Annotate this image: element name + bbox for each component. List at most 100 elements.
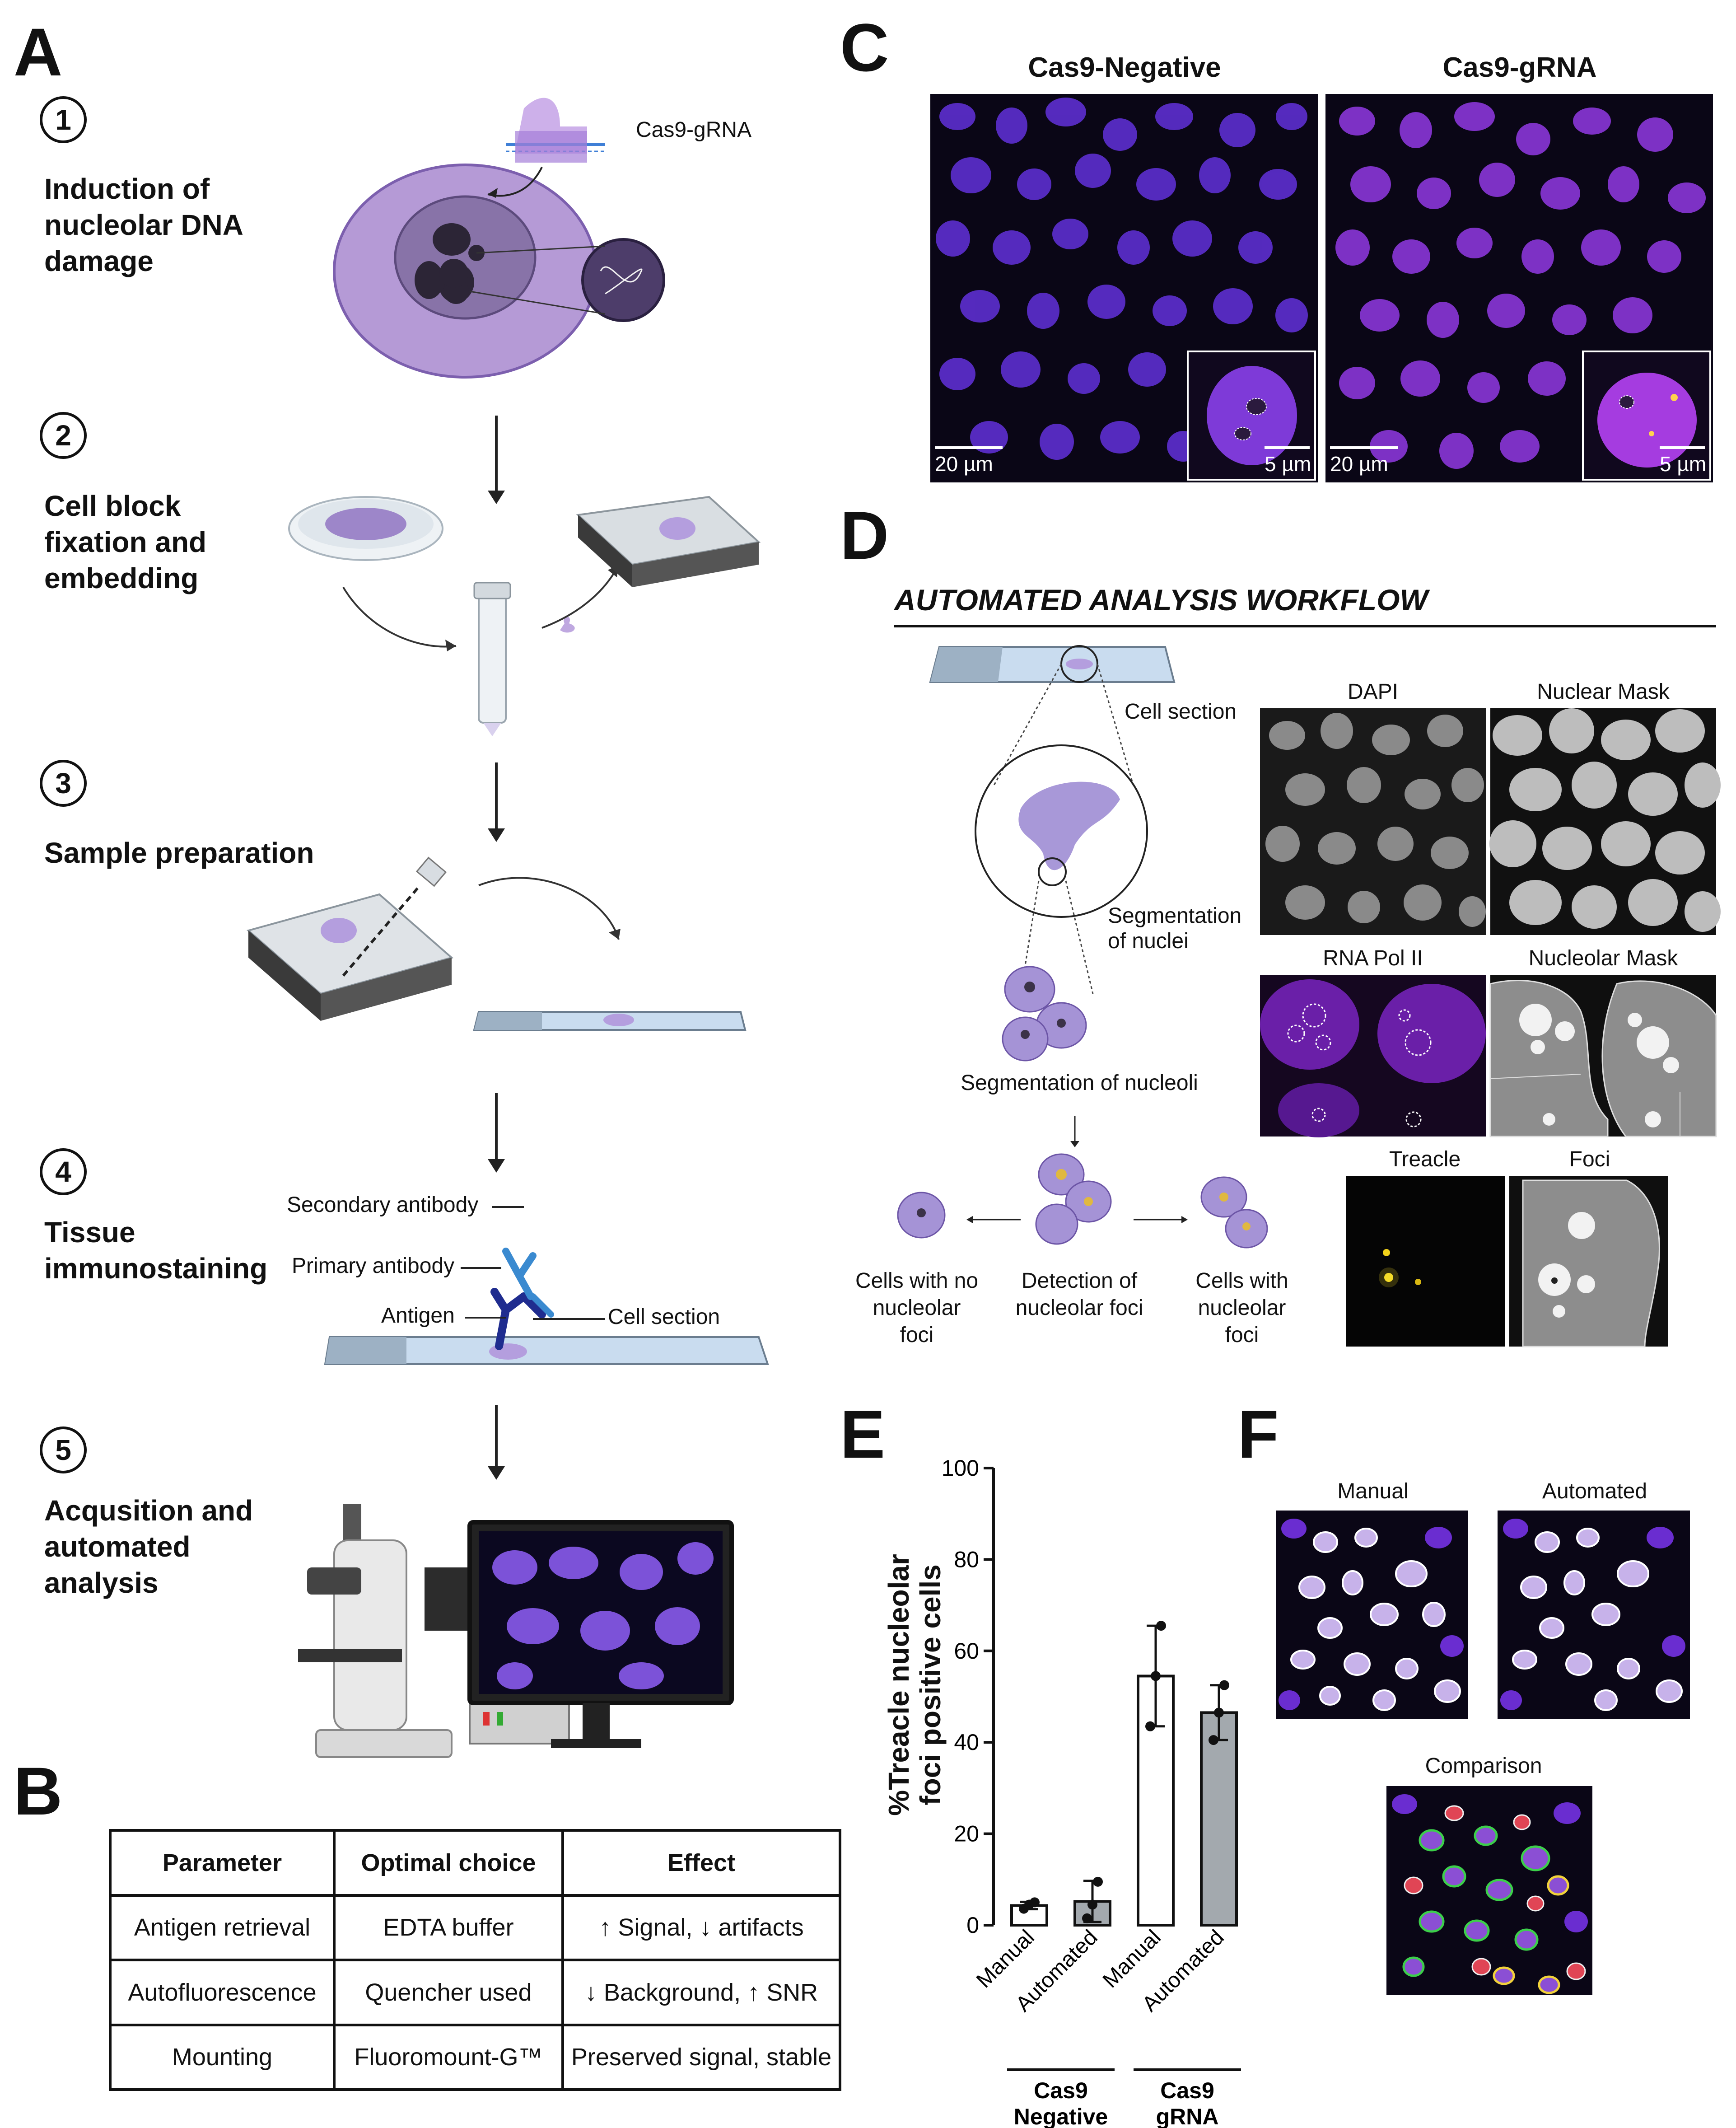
nuclear-mask-shapes	[1489, 708, 1721, 932]
dapi-label: DAPI	[1347, 680, 1399, 704]
segmentation-nuclei-line: of nuclei	[1108, 929, 1189, 953]
treacle-label: Treacle	[1389, 1147, 1461, 1171]
automated-segmentation-image	[1498, 1511, 1690, 1719]
step-2-title-line: fixation and	[44, 526, 207, 558]
step-3-number: 3	[40, 760, 87, 807]
nuclei-field	[1335, 102, 1706, 469]
table-row: Mounting Fluoromount-G™ Preserved signal…	[109, 2023, 841, 2091]
scale-bar-large: 20 µm	[935, 446, 1003, 476]
arrow-down-1	[488, 416, 505, 504]
treacle-bar-chart: 020406080100ManualAutomatedManualAutomat…	[942, 1455, 1241, 2128]
table-cell: Mounting	[109, 2023, 336, 2091]
automated-outlines	[1500, 1519, 1685, 1711]
rna-pol-nuclei	[1260, 979, 1486, 1137]
table-cell: ↓ Background, ↑ SNR	[561, 1959, 841, 2026]
no-foci-line: nucleolar	[873, 1296, 961, 1320]
table-row: Antigen retrieval EDTA buffer ↑ Signal, …	[109, 1894, 841, 1961]
y-axis-title: %Treacle nucleolar foci positive cells	[882, 1527, 947, 1843]
treacle-foci	[1379, 1249, 1421, 1287]
foci-mask-shapes	[1522, 1179, 1660, 1347]
step-2-number: 2	[40, 412, 87, 459]
cas9-negative-title: Cas9-Negative	[1028, 52, 1221, 83]
no-foci-line: Cells with no	[855, 1269, 979, 1293]
arrow-down-2	[488, 762, 505, 842]
y-tick-label: 60	[954, 1638, 979, 1664]
step-5-title-line: analysis	[44, 1567, 159, 1599]
data-point	[1093, 1876, 1103, 1887]
group-label: gRNA	[1156, 2104, 1219, 2128]
data-point	[1087, 1899, 1097, 1910]
panel-f-label: F	[1237, 1396, 1279, 1472]
cell-block-embedding-illustration	[288, 496, 761, 736]
zoom-inset	[1582, 351, 1711, 481]
no-foci-label: Cells with no nucleolar foci	[831, 1267, 1003, 1349]
scale-bar-line	[935, 446, 1003, 449]
rna-pol-image	[1260, 975, 1486, 1137]
nuclei-field	[936, 98, 1308, 462]
sectioning-illustration	[246, 856, 747, 1031]
step-2-title-line: embedding	[44, 562, 199, 594]
no-foci-line: foci	[900, 1323, 934, 1347]
y-tick-label: 20	[954, 1821, 979, 1847]
scale-bar-small: 5 µm	[1265, 446, 1311, 476]
step-2-title-line: Cell block	[44, 490, 181, 522]
step-3-title-line: Sample preparation	[44, 837, 314, 869]
step-1-number: 1	[40, 96, 87, 143]
group-label: Cas9	[1160, 2078, 1214, 2103]
table-cell: Autofluorescence	[109, 1959, 336, 2026]
y-axis-title-line: %Treacle nucleolar	[882, 1554, 915, 1816]
group-label: Negative	[1014, 2104, 1108, 2128]
with-foci-line: Cells with	[1195, 1269, 1288, 1293]
step-5-number: 5	[40, 1426, 87, 1473]
cas9-negative-image: 20 µm 5 µm	[930, 94, 1318, 482]
nuclear-mask-label: Nuclear Mask	[1537, 680, 1670, 704]
y-tick-label: 40	[954, 1730, 979, 1755]
group-label: Cas9	[1034, 2078, 1088, 2103]
data-point	[1214, 1707, 1224, 1718]
foci-label: Foci	[1569, 1147, 1610, 1171]
step-5-title-line: Acqusition and	[44, 1494, 253, 1527]
scale-bar-small: 5 µm	[1660, 446, 1706, 476]
arrow-down-4	[488, 1405, 505, 1480]
workflow-schematic	[897, 645, 1268, 1249]
y-tick-label: 80	[954, 1547, 979, 1572]
nucleolar-mask-label: Nucleolar Mask	[1528, 946, 1678, 970]
scale-bar-line	[1660, 446, 1705, 449]
step-1-title-line: damage	[44, 245, 154, 277]
step-3-title: Sample preparation	[44, 835, 324, 871]
cell-dna-damage-illustration	[333, 98, 665, 379]
step-5-title: Acqusition and automated analysis	[44, 1492, 324, 1601]
manual-outlines	[1279, 1519, 1464, 1711]
cell-section-pointer	[533, 1318, 605, 1320]
y-axis-title-line: foci positive cells	[914, 1564, 947, 1805]
table-header-cell: Parameter	[109, 1829, 336, 1897]
scale-bar-large: 20 µm	[1330, 446, 1398, 476]
step-4-title-line: Tissue	[44, 1216, 135, 1249]
table-cell: Preserved signal, stable	[561, 2023, 841, 2091]
scale-bar-line	[1265, 446, 1310, 449]
parameters-table: Parameter Optimal choice Effect Antigen …	[109, 1829, 841, 2091]
table-cell: Fluoromount-G™	[333, 2023, 564, 2091]
primary-antibody-label: Primary antibody	[292, 1254, 455, 1278]
foci-image	[1509, 1176, 1668, 1347]
data-point	[1145, 1721, 1155, 1731]
nuclear-mask-image	[1489, 708, 1721, 935]
scale-bar-line	[1330, 446, 1398, 449]
segmentation-nuclei-line: Segmentation	[1108, 904, 1242, 928]
step-4-title-line: immunostaining	[44, 1252, 268, 1285]
step-5-title-line: automated	[44, 1530, 191, 1563]
microscope-monitor-illustration	[298, 1504, 734, 1758]
antigen-label: Antigen	[381, 1304, 455, 1328]
comparison-label: Comparison	[1425, 1754, 1542, 1778]
data-point	[1219, 1680, 1229, 1690]
scale-bar-text: 20 µm	[1330, 452, 1388, 476]
y-tick-label: 0	[966, 1913, 979, 1938]
panel-c-label: C	[840, 9, 889, 85]
panel-b-label: B	[14, 1753, 63, 1829]
segmentation-nuclei-label: Segmentation of nuclei	[1108, 903, 1241, 954]
detection-line: Detection of	[1021, 1269, 1138, 1293]
table-cell: ↑ Signal, ↓ artifacts	[561, 1894, 841, 1961]
table-cell: EDTA buffer	[333, 1894, 564, 1961]
scale-bar-text: 20 µm	[935, 452, 993, 476]
detection-label: Detection of nucleolar foci	[994, 1267, 1165, 1322]
